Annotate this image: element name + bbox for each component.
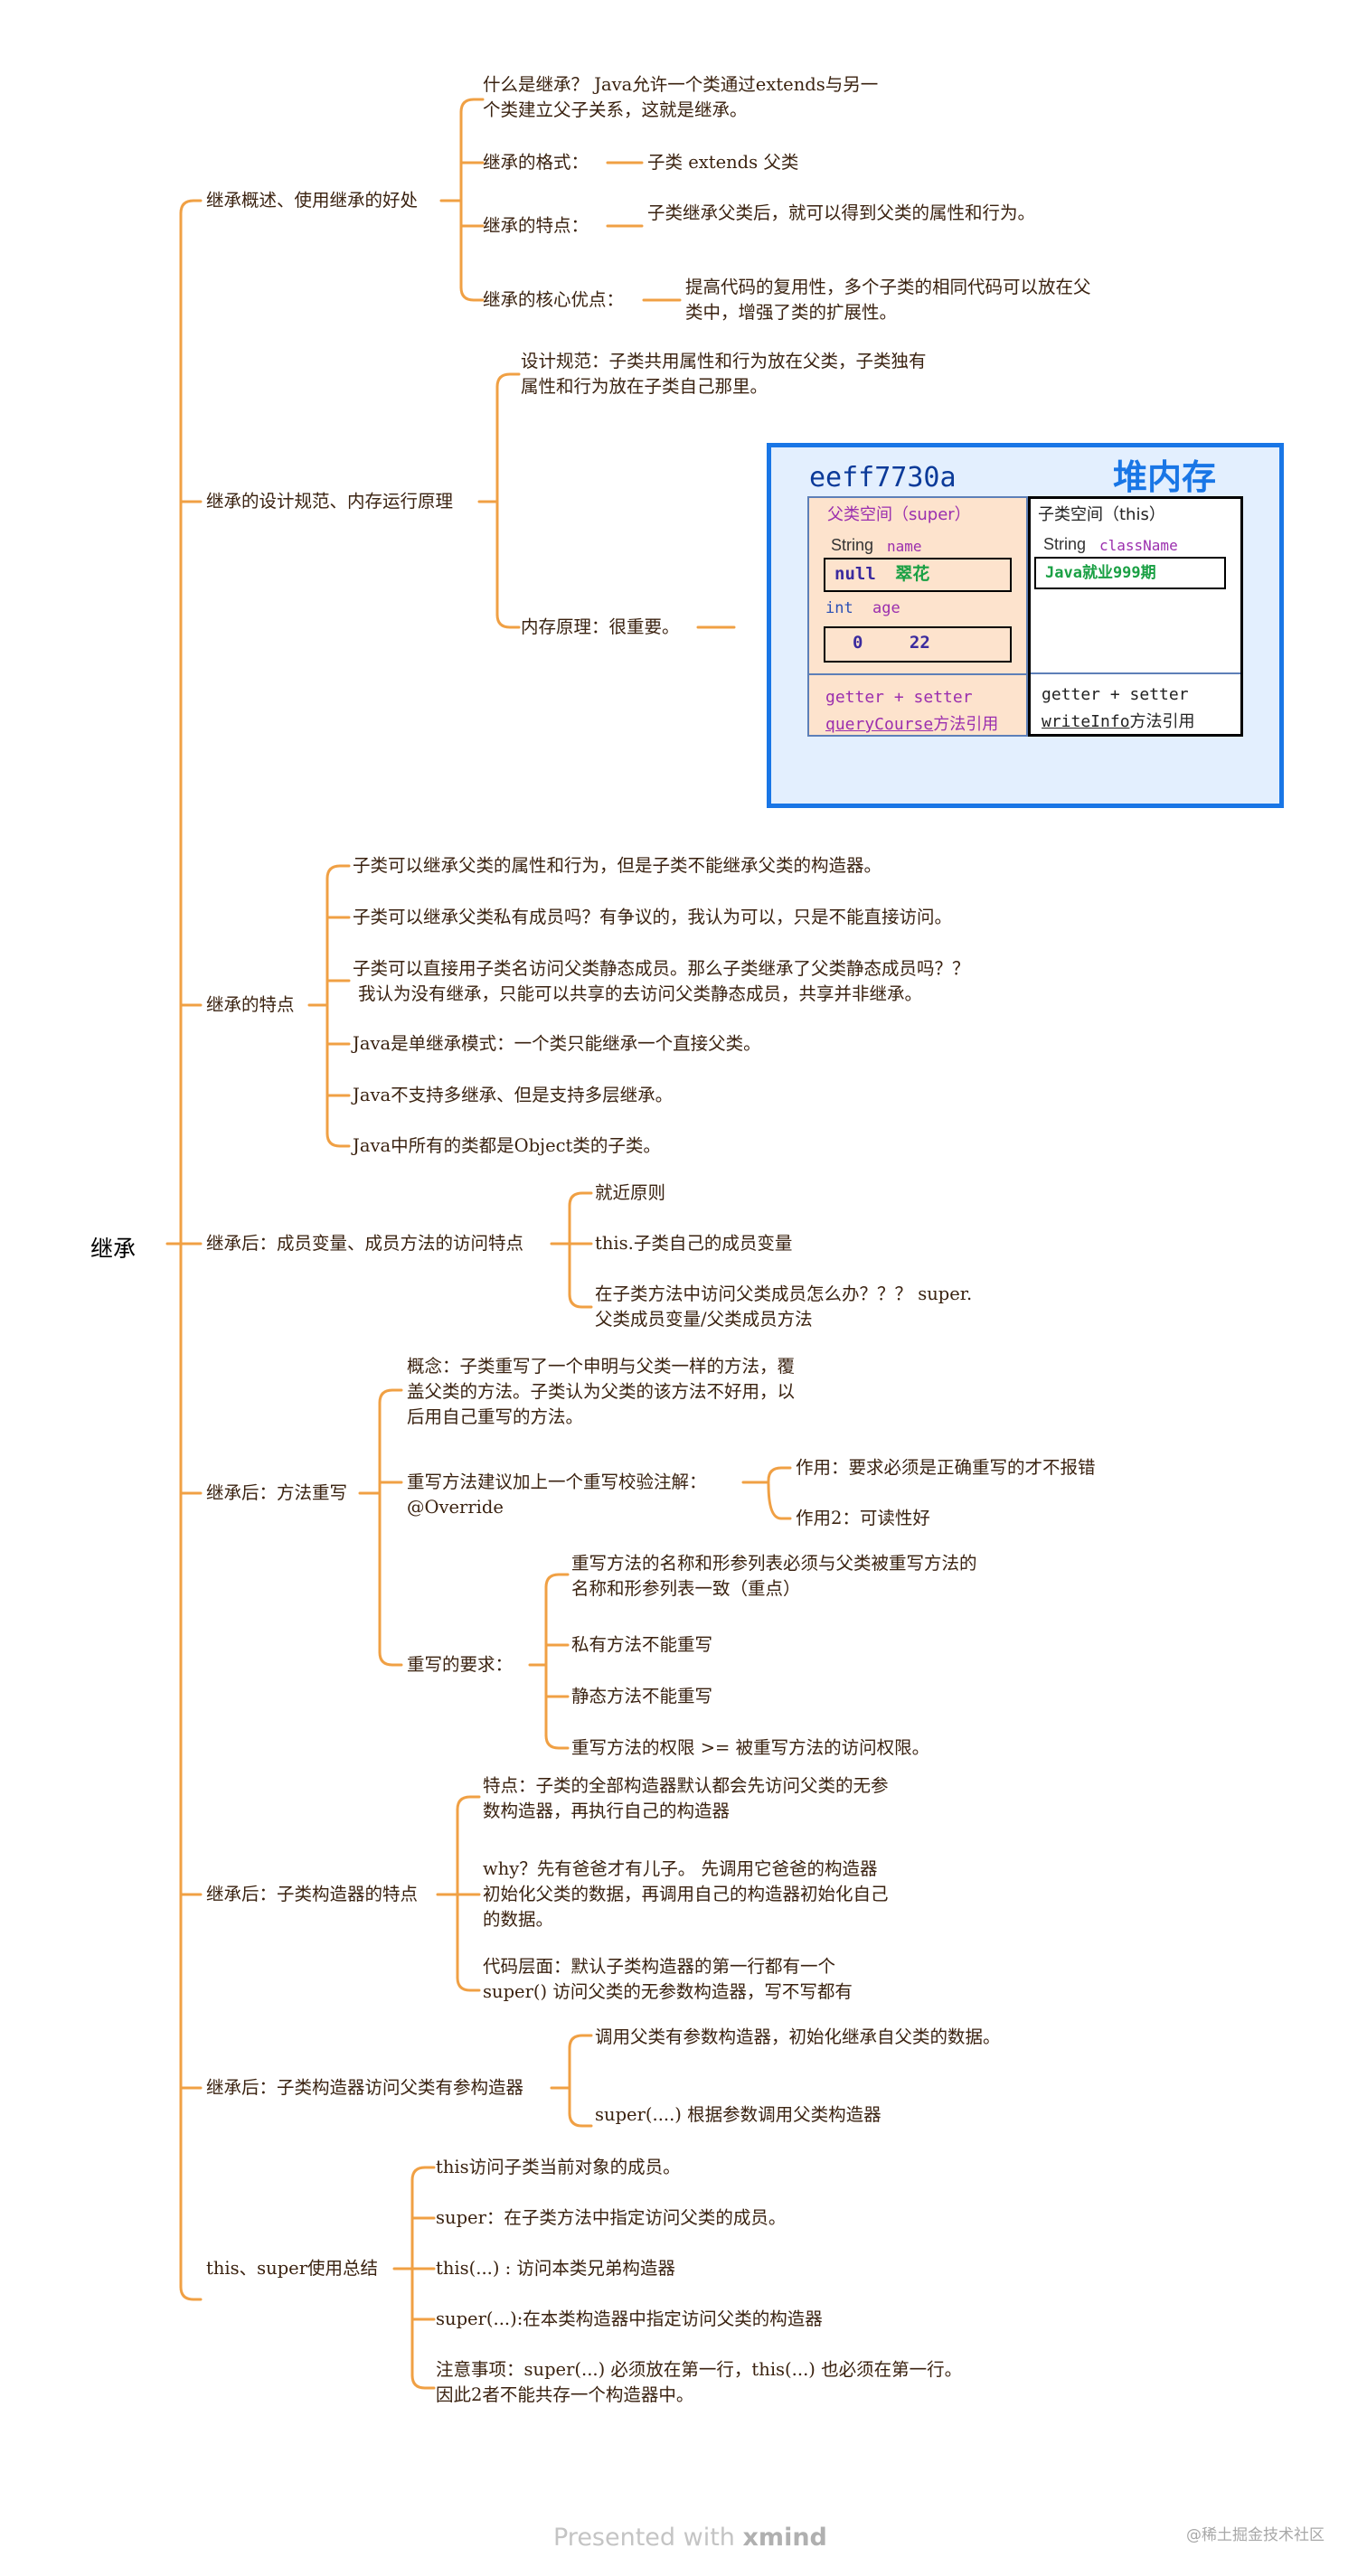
age-old-value: 0 <box>853 633 863 653</box>
topic-override-concept[interactable]: 概念：子类重写了一个申明与父类一样的方法，覆盖父类的方法。子类认为父类的该方法不… <box>407 1356 796 1427</box>
topic-override-annotation[interactable]: 重写方法建议加上一个重写校验注解：@Override <box>407 1471 707 1518</box>
topic-private-members[interactable]: 子类可以继承父类私有成员吗？有争议的，我认为可以，只是不能直接访问。 <box>353 907 953 927</box>
topic-nearest-principle[interactable]: 就近原则 <box>595 1182 666 1203</box>
branch-parent-param-constructor[interactable]: 继承后：子类构造器访问父类有参构造器 <box>206 2077 524 2098</box>
topic-notice-line1[interactable]: 注意事项：super(...) 必须放在第一行，this(...) 也必须在第一… <box>436 2359 963 2380</box>
topic-design-spec[interactable]: 设计规范：子类共用属性和行为放在父类，子类独有属性和行为放在子类自己那里。 <box>521 351 927 397</box>
presented-with-xmind: Presented with xmind <box>553 2524 827 2552</box>
topic-this-members[interactable]: this访问子类当前对象的成员。 <box>436 2157 681 2177</box>
topic-super-members[interactable]: super：在子类方法中指定访问父类的成员。 <box>436 2207 787 2228</box>
root-topic[interactable]: 继承 <box>90 1236 137 1262</box>
topic-super-constructor[interactable]: super(...):在本类构造器中指定访问父类的构造器 <box>436 2308 823 2329</box>
topic-call-param-constructor[interactable]: 调用父类有参数构造器，初始化继承自父类的数据。 <box>595 2026 1001 2047</box>
branch-design-and-memory[interactable]: 继承的设计规范、内存运行原理 <box>206 491 454 512</box>
topic-what-is-inheritance[interactable]: 什么是继承？ Java允许一个类通过extends与另一个类建立父子关系，这就是… <box>483 74 879 120</box>
branch-method-override[interactable]: 继承后：方法重写 <box>206 1482 348 1503</box>
topic-super-access-line2[interactable]: 父类成员变量/父类成员方法 <box>595 1309 813 1330</box>
age-field-label: age <box>872 599 900 617</box>
topic-super-access-line1[interactable]: 在子类方法中访问父类成员怎么办？？？ super. <box>595 1283 973 1304</box>
classname-field-type: String <box>1043 535 1087 553</box>
topic-constructor-why[interactable]: why？先有爸爸才有儿子。 先调用它爸爸的构造器初始化父类的数据，再调用自己的构… <box>483 1858 889 1930</box>
topic-inheritance-core-advantage[interactable]: 继承的核心优点： <box>483 289 625 310</box>
topic-single-inheritance[interactable]: Java是单继承模式：一个类只能继承一个直接父类。 <box>353 1033 761 1054</box>
topic-this-member[interactable]: this.子类自己的成员变量 <box>595 1233 793 1254</box>
branch-inheritance-features[interactable]: 继承的特点 <box>206 994 295 1015</box>
topic-requirement-access[interactable]: 重写方法的权限 >= 被重写方法的访问权限。 <box>571 1737 930 1758</box>
topic-requirement-static[interactable]: 静态方法不能重写 <box>571 1686 713 1706</box>
topic-super-params[interactable]: super(....) 根据参数调用父类构造器 <box>595 2104 881 2125</box>
topic-no-constructor-inherit[interactable]: 子类可以继承父类的属性和行为，但是子类不能继承父类的构造器。 <box>353 855 882 876</box>
topic-inheritance-trait[interactable]: 继承的特点： <box>483 215 589 236</box>
super-accessors: getter + setter <box>825 688 973 707</box>
topic-inheritance-format-value[interactable]: 子类 extends 父类 <box>647 152 799 173</box>
name-field-label: name <box>887 538 922 555</box>
branch-this-super-summary[interactable]: this、super使用总结 <box>206 2258 379 2279</box>
this-divider <box>1031 672 1240 674</box>
this-space-label: 子类空间（this） <box>1038 505 1165 524</box>
heap-memory-diagram: eeff7730a 堆内存 父类空间（super） String name nu… <box>767 443 1284 808</box>
branch-member-access[interactable]: 继承后：成员变量、成员方法的访问特点 <box>206 1233 524 1254</box>
super-divider <box>809 673 1026 675</box>
age-value-box: 0 22 <box>824 626 1012 663</box>
topic-annotation-purpose-2[interactable]: 作用2：可读性好 <box>796 1508 930 1528</box>
name-field-type: String <box>831 536 874 554</box>
super-method-ref: queryCourse方法引用 <box>825 715 999 734</box>
topic-constructor-feature[interactable]: 特点：子类的全部构造器默认都会先访问父类的无参数构造器，再执行自己的构造器 <box>483 1775 889 1821</box>
xmind-logo-text: xmind <box>742 2524 827 2552</box>
topic-static-members-line1[interactable]: 子类可以直接用子类名访问父类静态成员。那么子类继承了父类静态成员吗？？ <box>353 958 970 979</box>
topic-inheritance-trait-value[interactable]: 子类继承父类后，就可以得到父类的属性和行为。 <box>647 202 1036 223</box>
classname-value-box: Java就业999期 <box>1034 557 1226 589</box>
super-space-label: 父类空间（super） <box>827 505 971 524</box>
topic-notice-line2[interactable]: 因此2者不能共存一个构造器中。 <box>436 2384 694 2405</box>
topic-annotation-purpose-1[interactable]: 作用：要求必须是正确重写的才不报错 <box>796 1457 1096 1478</box>
classname-field-label: className <box>1099 537 1178 554</box>
topic-object-superclass[interactable]: Java中所有的类都是Object类的子类。 <box>353 1135 661 1156</box>
heap-memory-title: 堆内存 <box>1113 457 1217 497</box>
topic-requirement-signature[interactable]: 重写方法的名称和形参列表必须与父类被重写方法的名称和形参列表一致（重点） <box>571 1553 977 1599</box>
object-address: eeff7730a <box>809 462 957 494</box>
topic-inheritance-format[interactable]: 继承的格式： <box>483 152 589 173</box>
this-method-ref: writeInfo方法引用 <box>1042 712 1195 731</box>
name-old-value: null <box>834 564 876 584</box>
name-new-value: 翠花 <box>895 564 930 584</box>
age-new-value: 22 <box>909 633 930 653</box>
branch-inheritance-overview[interactable]: 继承概述、使用继承的好处 <box>206 190 419 211</box>
name-value-box: null 翠花 <box>824 558 1012 592</box>
topic-override-requirements[interactable]: 重写的要求： <box>407 1654 514 1675</box>
this-space: 子类空间（this） String className Java就业999期 g… <box>1028 496 1243 737</box>
topic-constructor-code-level[interactable]: 代码层面：默认子类构造器的第一行都有一个super() 访问父类的无参数构造器，… <box>483 1956 853 2002</box>
topic-memory-principle[interactable]: 内存原理：很重要。 <box>521 616 680 637</box>
topic-requirement-private[interactable]: 私有方法不能重写 <box>571 1634 713 1655</box>
presented-text: Presented with <box>553 2524 735 2552</box>
this-accessors: getter + setter <box>1042 685 1189 704</box>
super-space: 父类空间（super） String name null 翠花 int age … <box>807 496 1028 737</box>
topic-multilevel-inheritance[interactable]: Java不支持多继承、但是支持多层继承。 <box>353 1085 674 1105</box>
branch-subclass-constructor[interactable]: 继承后：子类构造器的特点 <box>206 1884 419 1904</box>
topic-this-constructor[interactable]: this(...) : 访问本类兄弟构造器 <box>436 2258 675 2279</box>
juejin-watermark: @稀土掘金技术社区 <box>1186 2526 1325 2544</box>
age-field-type: int <box>825 599 853 617</box>
topic-static-members-line2[interactable]: 我认为没有继承，只能可以共享的去访问父类静态成员，共享并非继承。 <box>358 983 923 1004</box>
topic-inheritance-core-advantage-value[interactable]: 提高代码的复用性，多个子类的相同代码可以放在父类中，增强了类的扩展性。 <box>685 277 1091 323</box>
